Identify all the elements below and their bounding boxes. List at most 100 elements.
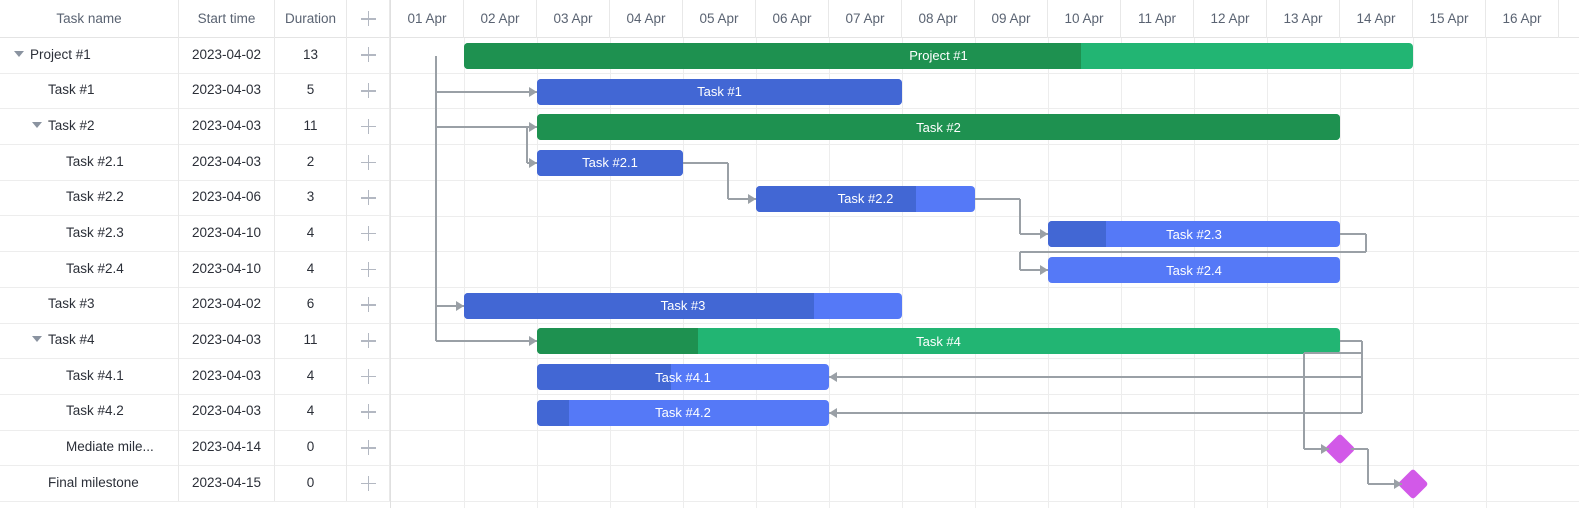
cell-start-time[interactable]: 2023-04-03 <box>179 323 275 359</box>
cell-task-name[interactable]: Task #1 <box>0 73 179 109</box>
column-header-task-name[interactable]: Task name <box>0 0 179 38</box>
cell-start-time[interactable]: 2023-04-03 <box>179 394 275 431</box>
add-task-button[interactable] <box>347 465 390 502</box>
dependency-arrow <box>1040 229 1048 240</box>
gantt-task-bar[interactable]: Task #4.2 <box>537 399 829 426</box>
gantt-task-bar[interactable]: Task #2.3 <box>1048 221 1340 248</box>
add-task-button[interactable] <box>347 180 390 216</box>
cell-task-name[interactable]: Task #4 <box>0 323 179 359</box>
add-task-button[interactable] <box>347 430 390 466</box>
cell-start-time[interactable]: 2023-04-10 <box>179 215 275 252</box>
add-task-button[interactable] <box>347 73 390 109</box>
add-task-button[interactable] <box>347 358 390 395</box>
cell-task-name[interactable]: Task #2.3 <box>0 215 179 252</box>
cell-task-name[interactable]: Task #4.1 <box>0 358 179 395</box>
cell-duration[interactable]: 13 <box>275 37 347 74</box>
column-header-duration[interactable]: Duration <box>275 0 347 38</box>
add-task-button[interactable] <box>347 251 390 288</box>
cell-task-name[interactable]: Project #1 <box>0 37 179 74</box>
milestone-marker[interactable] <box>1397 468 1429 500</box>
dependency-link-segment <box>829 411 1362 414</box>
cell-task-name[interactable]: Final milestone <box>0 465 179 502</box>
cell-task-name[interactable]: Mediate mile... <box>0 430 179 466</box>
cell-start-time[interactable]: 2023-04-14 <box>179 430 275 466</box>
gantt-task-bar[interactable]: Task #1 <box>537 78 902 105</box>
cell-duration[interactable]: 4 <box>275 215 347 252</box>
cell-duration[interactable]: 4 <box>275 358 347 395</box>
day-column-header: 02 Apr <box>464 0 537 38</box>
add-task-button[interactable] <box>347 287 390 323</box>
chevron-down-icon[interactable] <box>14 50 24 57</box>
gantt-task-bar[interactable]: Task #2.1 <box>537 149 683 176</box>
cell-task-name[interactable]: Task #2.1 <box>0 144 179 181</box>
chevron-down-icon[interactable] <box>32 122 42 129</box>
add-task-button[interactable] <box>347 108 390 145</box>
add-task-button[interactable] <box>347 215 390 252</box>
task-name-label: Task #2.2 <box>66 189 124 205</box>
add-task-button[interactable] <box>347 37 390 74</box>
cell-duration[interactable]: 0 <box>275 465 347 502</box>
cell-duration[interactable]: 2 <box>275 144 347 181</box>
cell-duration[interactable]: 4 <box>275 394 347 431</box>
timeline-gridline-horizontal <box>391 215 1579 217</box>
cell-duration[interactable]: 5 <box>275 73 347 109</box>
cell-start-time[interactable]: 2023-04-03 <box>179 358 275 395</box>
cell-start-time[interactable]: 2023-04-15 <box>179 465 275 502</box>
cell-start-time[interactable]: 2023-04-02 <box>179 287 275 323</box>
cell-start-time[interactable]: 2023-04-06 <box>179 180 275 216</box>
cell-start-time[interactable]: 2023-04-03 <box>179 144 275 181</box>
cell-duration[interactable]: 6 <box>275 287 347 323</box>
cell-task-name[interactable]: Task #2.2 <box>0 180 179 216</box>
cell-task-name[interactable]: Task #2 <box>0 108 179 145</box>
gantt-task-bar[interactable]: Task #4.1 <box>537 364 829 391</box>
cell-task-name[interactable]: Task #3 <box>0 287 179 323</box>
add-task-button[interactable] <box>347 323 390 359</box>
progress-fill <box>756 185 916 212</box>
chevron-down-icon[interactable] <box>32 336 42 343</box>
bar-label: Task #4.1 <box>655 369 711 385</box>
gantt-project-bar[interactable]: Task #2 <box>537 114 1340 141</box>
gantt-task-bar[interactable]: Task #3 <box>464 292 902 319</box>
cell-duration[interactable]: 0 <box>275 430 347 466</box>
column-header-start-time[interactable]: Start time <box>179 0 275 38</box>
progress-fill <box>464 42 1081 69</box>
cell-task-name[interactable]: Task #4.2 <box>0 394 179 431</box>
cell-duration[interactable]: 3 <box>275 180 347 216</box>
cell-task-name[interactable]: Task #2.4 <box>0 251 179 288</box>
column-header-add[interactable] <box>347 0 390 38</box>
add-task-button[interactable] <box>347 394 390 431</box>
cell-duration[interactable]: 11 <box>275 323 347 359</box>
gantt-project-bar[interactable]: Project #1 <box>464 42 1413 69</box>
plus-icon <box>360 440 376 455</box>
task-name-label: Task #1 <box>48 82 95 98</box>
cell-duration[interactable]: 4 <box>275 251 347 288</box>
gantt-project-bar[interactable]: Task #4 <box>537 328 1340 355</box>
timeline-gridline-horizontal <box>391 501 1579 503</box>
cell-start-time[interactable]: 2023-04-10 <box>179 251 275 288</box>
plus-icon <box>360 404 376 420</box>
cell-start-time[interactable]: 2023-04-03 <box>179 73 275 109</box>
gantt-task-bar[interactable]: Task #2.2 <box>756 185 975 212</box>
cell-start-time[interactable]: 2023-04-02 <box>179 37 275 74</box>
cell-duration[interactable]: 11 <box>275 108 347 145</box>
dependency-link-segment <box>1351 447 1368 450</box>
progress-fill <box>1048 221 1107 248</box>
add-task-button[interactable] <box>347 144 390 181</box>
cell-start-time[interactable]: 2023-04-03 <box>179 108 275 145</box>
gantt-task-bar[interactable]: Task #2.4 <box>1048 257 1340 284</box>
day-column-header: 14 Apr <box>1340 0 1413 38</box>
